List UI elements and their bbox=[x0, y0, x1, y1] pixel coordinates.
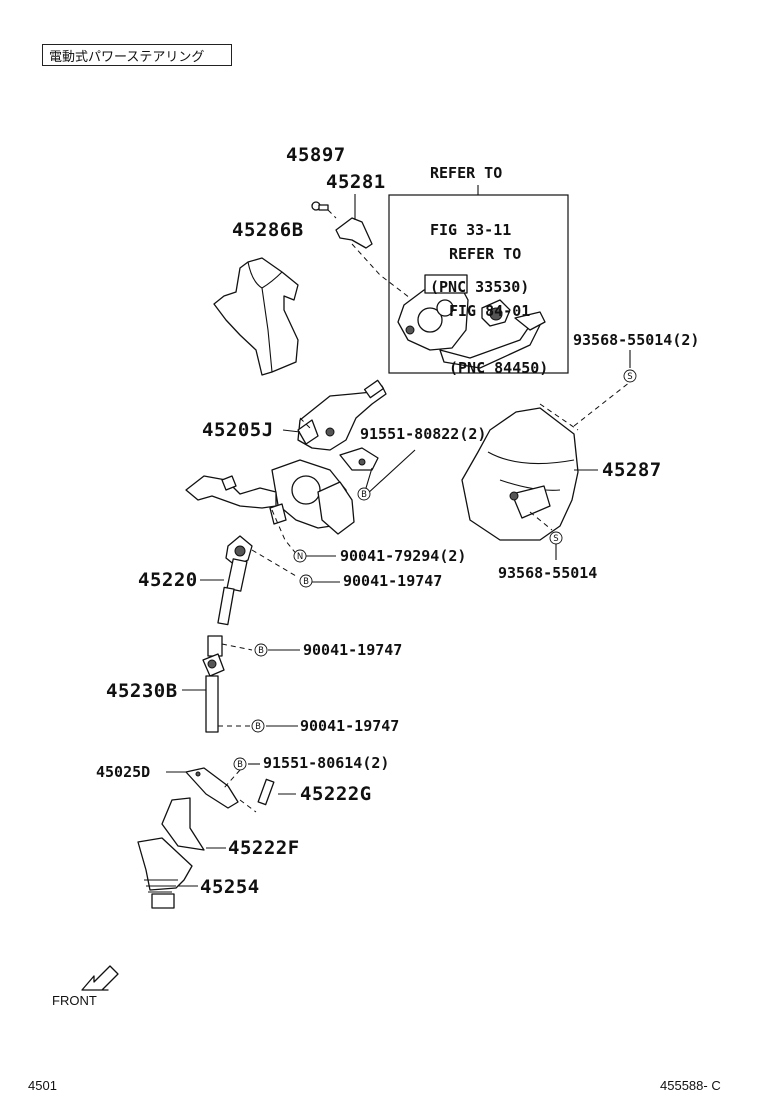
steering-column-45205j bbox=[185, 379, 387, 535]
part-label-45205j[interactable]: 45205J bbox=[202, 419, 274, 441]
symbol-b-2: B bbox=[299, 574, 313, 588]
part-label-45222f[interactable]: 45222F bbox=[228, 837, 300, 859]
seal-45025d bbox=[185, 767, 239, 809]
pin-45222g bbox=[257, 778, 275, 806]
svg-text:B: B bbox=[255, 722, 261, 732]
bracket-45281 bbox=[335, 217, 373, 249]
symbol-s-bottom: S bbox=[549, 531, 563, 545]
part-label-45286b[interactable]: 45286B bbox=[232, 219, 304, 241]
symbol-b-3: B bbox=[254, 643, 268, 657]
bolt-label-90041-19747-b[interactable]: 90041-19747 bbox=[303, 641, 403, 659]
refer-text-1: REFER TO FIG 33-11 (PNC 33530) bbox=[430, 164, 530, 296]
svg-text:B: B bbox=[361, 490, 367, 500]
front-label: FRONT bbox=[52, 993, 97, 1008]
lower-shaft-45230b bbox=[202, 635, 225, 733]
bolt-label-90041-79294-2[interactable]: 90041-79294(2) bbox=[340, 547, 467, 565]
part-label-45222g[interactable]: 45222G bbox=[300, 783, 372, 805]
front-arrow-icon bbox=[81, 965, 119, 991]
part-label-45254[interactable]: 45254 bbox=[200, 876, 260, 898]
boot-45222f bbox=[161, 797, 205, 851]
part-label-45220[interactable]: 45220 bbox=[138, 569, 198, 591]
lower-boot-45254 bbox=[137, 837, 193, 909]
part-label-45287[interactable]: 45287 bbox=[602, 459, 662, 481]
bolt-label-91551-80822-2[interactable]: 91551-80822(2) bbox=[360, 425, 487, 443]
symbol-b-5: B bbox=[233, 757, 247, 771]
footer-right: 455588- C bbox=[660, 1078, 721, 1093]
column-cover-45287 bbox=[461, 407, 579, 541]
part-label-45025d[interactable]: 45025D bbox=[96, 763, 151, 781]
intermediate-shaft-45220 bbox=[217, 535, 253, 626]
ignition-lock-assembly bbox=[397, 274, 546, 369]
svg-text:S: S bbox=[553, 534, 558, 544]
bolt-label-90041-19747-a[interactable]: 90041-19747 bbox=[343, 572, 443, 590]
bolt-label-90041-19747-c[interactable]: 90041-19747 bbox=[300, 717, 400, 735]
part-label-45281[interactable]: 45281 bbox=[326, 171, 386, 193]
bolt-label-93568-55014[interactable]: 93568-55014 bbox=[498, 564, 598, 582]
diagram-title: 電動式パワーステアリング bbox=[42, 44, 232, 66]
refer-text-2: REFER TO FIG 84-01 (PNC 84450) bbox=[449, 245, 549, 377]
part-label-45230b[interactable]: 45230B bbox=[106, 680, 178, 702]
svg-text:B: B bbox=[258, 646, 264, 656]
footer-left: 4501 bbox=[28, 1078, 57, 1093]
cover-45286b bbox=[213, 257, 299, 376]
svg-text:B: B bbox=[237, 760, 243, 770]
svg-text:N: N bbox=[297, 552, 303, 562]
svg-text:B: B bbox=[303, 577, 309, 587]
symbol-b-1: B bbox=[357, 487, 371, 501]
svg-text:S: S bbox=[627, 372, 632, 382]
bolt-label-91551-80614-2[interactable]: 91551-80614(2) bbox=[263, 754, 390, 772]
part-label-45897[interactable]: 45897 bbox=[286, 144, 346, 166]
bolt-label-93568-55014-2[interactable]: 93568-55014(2) bbox=[573, 331, 700, 349]
symbol-s-top: S bbox=[623, 369, 637, 383]
symbol-b-4: B bbox=[251, 719, 265, 733]
symbol-n: N bbox=[293, 549, 307, 563]
